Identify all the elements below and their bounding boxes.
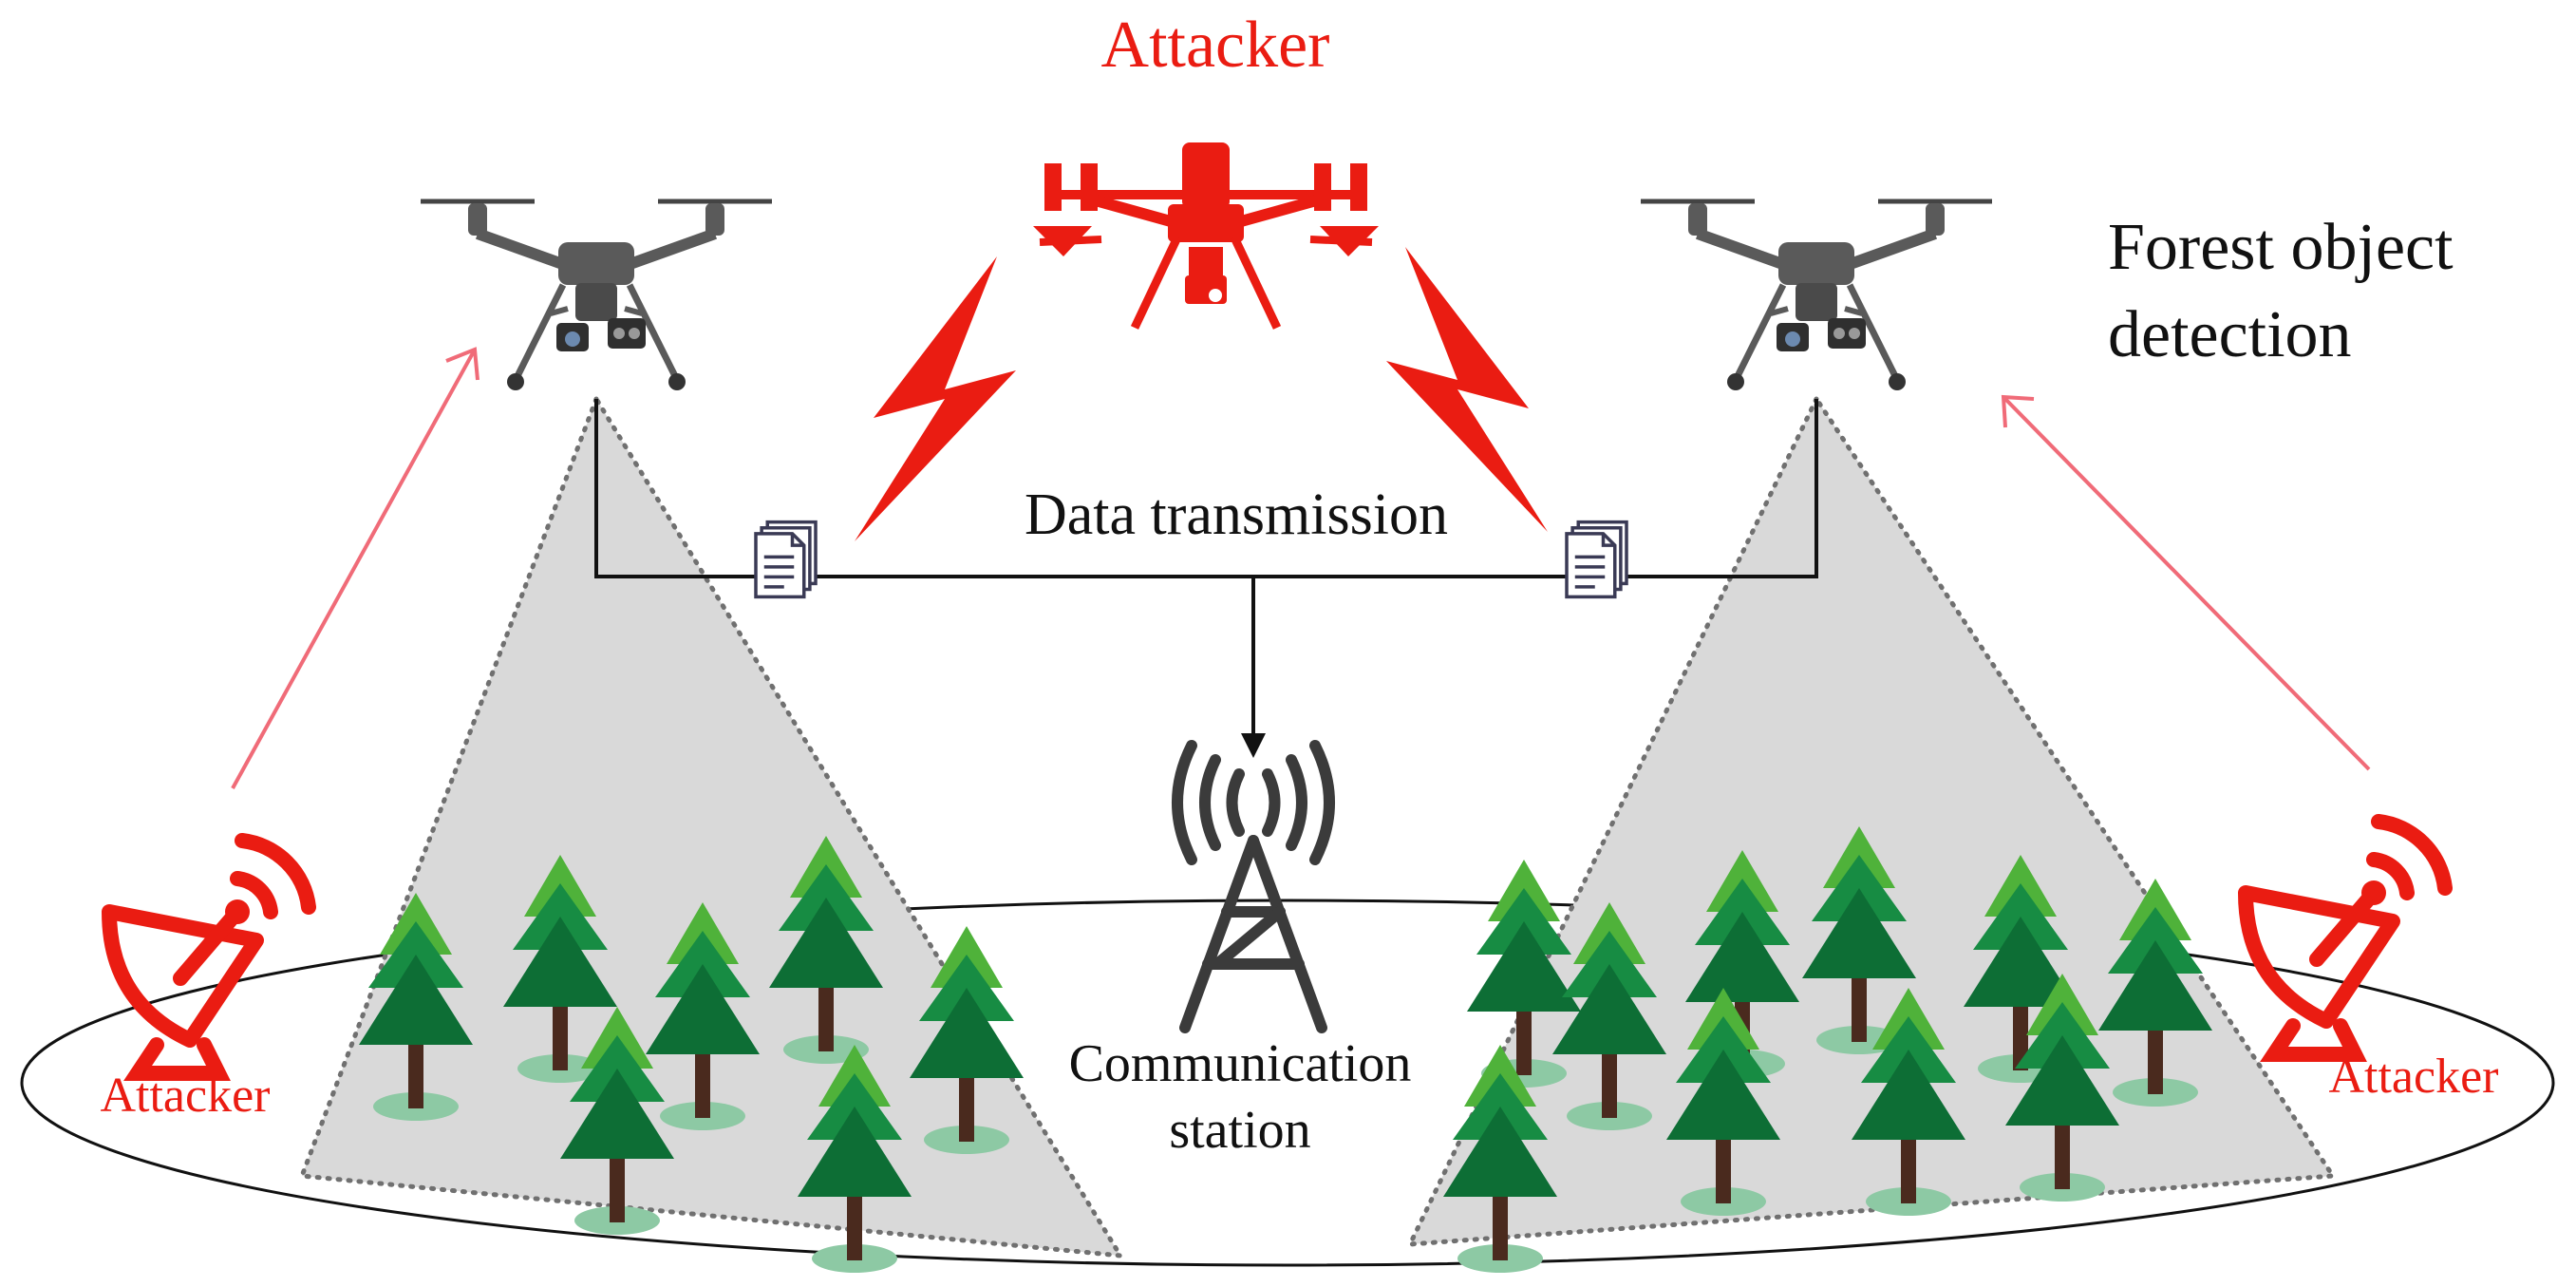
station-label-line2: station [1169,1101,1310,1160]
document-icon [754,520,818,599]
left-attacker-label: Attacker [100,1069,270,1123]
left-detection-cone [298,393,1125,1259]
right-attacker-label: Attacker [2328,1050,2498,1104]
left-drone-icon [421,201,772,390]
arrow-to-station [1241,733,1266,758]
station-label-line1: Communication [1069,1034,1412,1093]
lightning-icon [855,256,1016,541]
forest-detection-label-line2: detection [2108,298,2352,371]
document-icon [1565,520,1628,599]
forest-detection-label-line1: Forest object [2108,211,2454,284]
right-drone-icon [1641,201,1992,390]
attacker-drone-icon [1033,142,1379,330]
transmission-lines [594,399,1818,736]
data-transmission-label: Data transmission [1025,483,1448,547]
top-attacker-label: Attacker [1101,9,1330,82]
radio-tower-icon [1172,740,1335,1033]
left-attack-arrow [231,347,479,789]
right-attack-arrow [2001,394,2371,771]
